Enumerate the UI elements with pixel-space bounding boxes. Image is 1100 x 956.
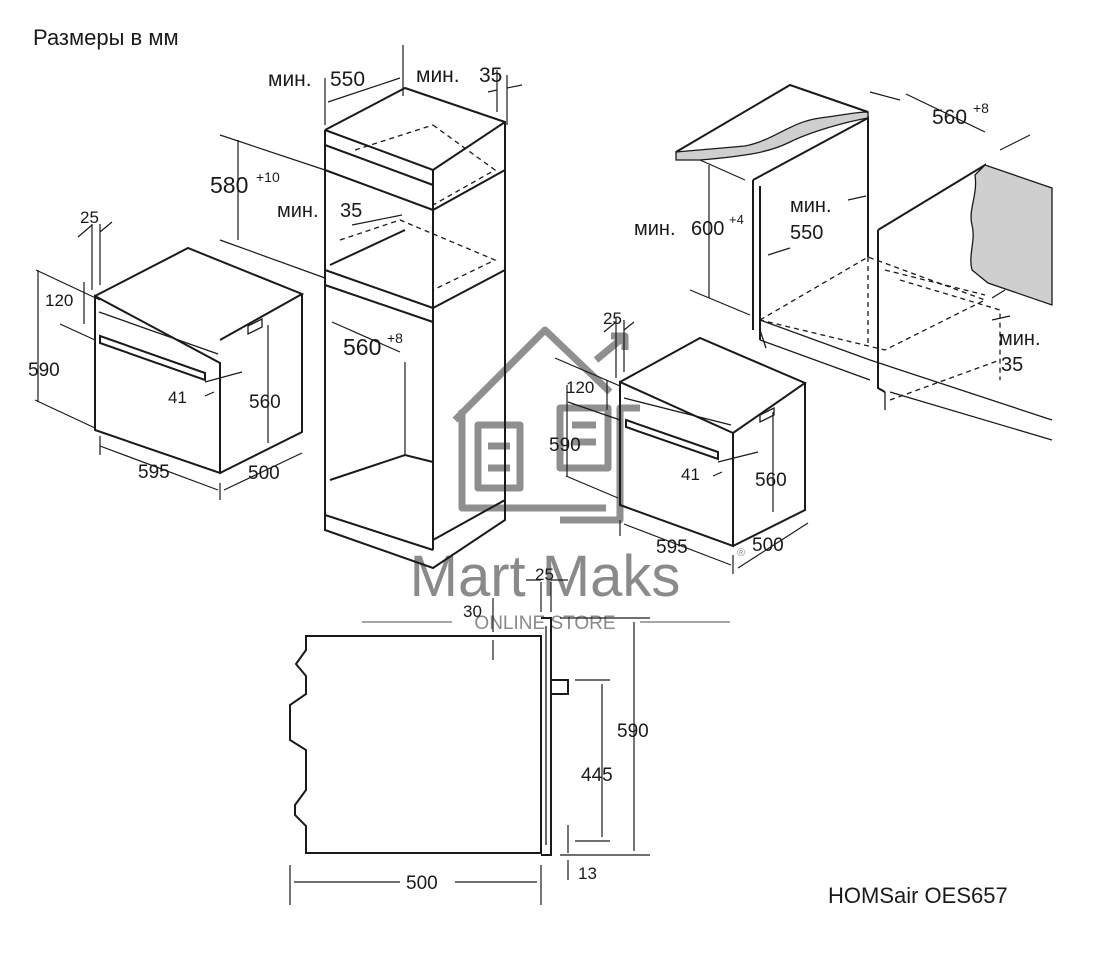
side-bottom-offset: 13 bbox=[578, 864, 597, 883]
page-title: Размеры в мм bbox=[33, 25, 179, 50]
uc-width-base: 560 bbox=[932, 106, 967, 129]
oven-side-view bbox=[289, 579, 650, 905]
countertop-right-edge bbox=[970, 164, 1053, 306]
side-handle-height: 445 bbox=[581, 765, 613, 786]
cab-min-gap-value: 35 bbox=[479, 64, 502, 87]
model-name: HOMSair OES657 bbox=[828, 883, 1008, 908]
uc-width-tol: +8 bbox=[973, 100, 989, 116]
watermark-brand: Mart Maks bbox=[410, 544, 681, 609]
cab-niche-height-tol: +10 bbox=[256, 169, 280, 185]
side-front-thickness: 25 bbox=[535, 565, 554, 584]
oven-right-width: 595 bbox=[656, 537, 688, 558]
watermark-registered: ® bbox=[737, 547, 745, 559]
oven-left-panel-height: 120 bbox=[45, 291, 73, 310]
cab-min-depth-prefix: мин. bbox=[268, 68, 312, 91]
uc-min-depth-prefix: мин. bbox=[790, 195, 832, 217]
uc-min-height-tol: +4 bbox=[729, 212, 744, 227]
uc-min-height-base: 600 bbox=[691, 218, 724, 240]
uc-min-height-prefix: мин. bbox=[634, 218, 676, 240]
oven-right-depth: 500 bbox=[752, 535, 784, 556]
uc-min-vent-prefix: мин. bbox=[999, 328, 1041, 350]
watermark-subtitle: ONLINE STORE bbox=[474, 613, 615, 634]
cab-min-vent-value: 35 bbox=[340, 200, 362, 222]
oven-right-inner-height: 560 bbox=[755, 470, 787, 491]
cab-min-vent-prefix: мин. bbox=[277, 200, 319, 222]
oven-left bbox=[34, 221, 305, 500]
uc-min-vent-value: 35 bbox=[1001, 354, 1023, 376]
oven-left-width: 595 bbox=[138, 462, 170, 483]
oven-right-handle-offset: 41 bbox=[681, 465, 700, 484]
oven-left-depth-top: 25 bbox=[80, 208, 99, 227]
cab-niche-width-base: 560 bbox=[343, 334, 381, 360]
oven-right-depth-top: 25 bbox=[603, 309, 622, 328]
cab-niche-width-tol: +8 bbox=[387, 330, 403, 346]
under-counter-cabinet bbox=[675, 83, 1053, 441]
oven-right bbox=[554, 318, 809, 574]
side-height: 590 bbox=[617, 721, 649, 742]
oven-right-panel-height: 120 bbox=[566, 378, 594, 397]
oven-right-height: 590 bbox=[549, 435, 581, 456]
cab-min-depth-value: 550 bbox=[330, 68, 365, 91]
side-depth: 500 bbox=[406, 873, 438, 894]
tall-cabinet bbox=[219, 45, 523, 570]
uc-min-depth-value: 550 bbox=[790, 222, 823, 244]
oven-left-inner-height: 560 bbox=[249, 392, 281, 413]
side-top-offset: 30 bbox=[463, 602, 482, 621]
oven-left-height: 590 bbox=[28, 360, 60, 381]
oven-left-depth: 500 bbox=[248, 463, 280, 484]
watermark-logo bbox=[452, 326, 640, 524]
oven-left-handle-offset: 41 bbox=[168, 388, 187, 407]
cab-min-gap-prefix: мин. bbox=[416, 64, 460, 87]
cab-niche-height-base: 580 bbox=[210, 172, 248, 198]
